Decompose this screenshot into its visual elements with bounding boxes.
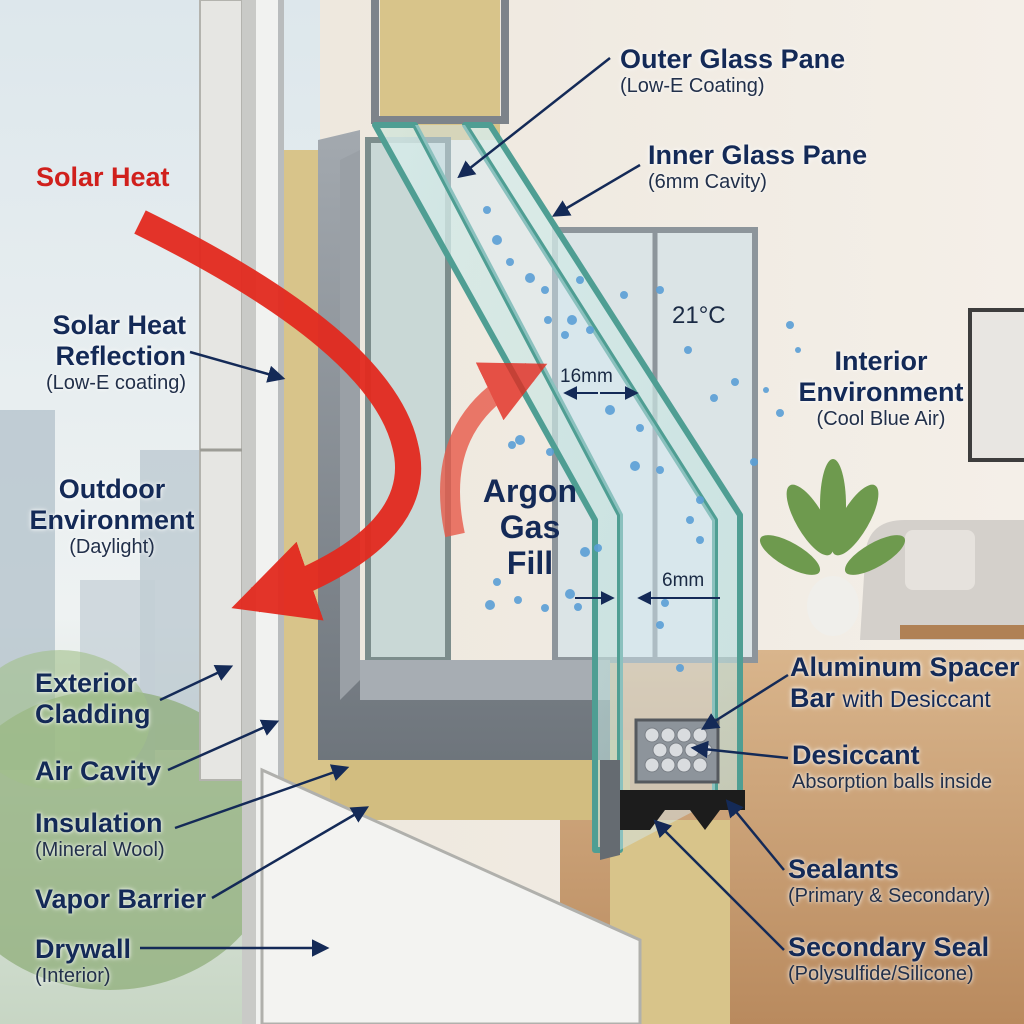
interior-sub: (Cool Blue Air) <box>816 408 946 431</box>
drywall-label: Drywall (Interior) <box>35 934 131 988</box>
exterior-cladding-panel <box>199 0 243 781</box>
outdoor-line2: Environment <box>29 505 195 536</box>
inner-glass-title: Inner Glass Pane <box>648 140 868 170</box>
sealants-sub: (Primary & Secondary) <box>788 885 991 908</box>
outdoor-trees-2 <box>0 650 150 790</box>
secondary-seal-shape <box>600 790 745 860</box>
spacer-line2-bold: Bar <box>790 683 836 714</box>
secondary-seal-label: Secondary Seal (Polysulfide/Silicone) <box>788 932 989 986</box>
desiccant-sub: Absorption balls inside <box>792 771 993 794</box>
outdoor-line1: Outdoor <box>58 474 166 504</box>
exterior-cladding-line2: Cladding <box>35 699 151 730</box>
temperature-readout: 21°C <box>672 302 726 329</box>
leader-spacer <box>701 673 789 730</box>
leader-vapor-barrier <box>211 806 370 900</box>
window-frame-inner <box>340 150 360 700</box>
leader-air-cavity <box>167 719 280 772</box>
sill-profile <box>600 760 620 860</box>
leader-inner-glass <box>551 163 641 217</box>
spacer-line2-rest: with Desiccant <box>842 686 991 713</box>
inner-glass-label: Inner Glass Pane (6mm Cavity) <box>648 140 867 194</box>
air-cavity-label: Air Cavity <box>35 756 162 786</box>
desiccant-label: Desiccant Absorption balls inside <box>792 740 992 794</box>
spacer-label: Aluminum Spacer Bar with Desiccant <box>790 652 1020 714</box>
outdoor-sub: (Daylight) <box>69 536 155 559</box>
drywall-title: Drywall <box>35 934 132 964</box>
outer-glass-title: Outer Glass Pane <box>620 44 846 74</box>
sofa-cushion <box>905 530 975 590</box>
argon-molecules <box>483 206 801 672</box>
argon-gas-fill-label: Argon Gas Fill <box>470 473 590 581</box>
spacer-line1: Aluminum Spacer <box>790 652 1020 682</box>
secondary-seal-title: Secondary Seal <box>788 932 990 962</box>
outdoor-environment-label: Outdoor Environment (Daylight) <box>22 474 202 559</box>
wall-picture-frame <box>968 308 1024 462</box>
insulation-title: Insulation <box>35 808 163 838</box>
leader-exterior-cladding <box>159 665 234 702</box>
plant-pot <box>807 576 859 636</box>
leader-secondary-seal <box>653 819 785 951</box>
cladding-edge <box>242 0 256 1024</box>
interior-line2: Environment <box>798 377 964 408</box>
solar-heat-arrow <box>134 210 422 621</box>
argon-line3: Fill <box>506 544 554 581</box>
secondary-seal-sub: (Polysulfide/Silicone) <box>788 963 974 986</box>
leader-sealants <box>725 799 785 871</box>
leader-outer-glass <box>457 57 611 179</box>
air-cavity-gap <box>256 0 278 1024</box>
solar-reflection-line1: Solar Heat <box>52 310 186 340</box>
solar-heat-label: Solar Heat <box>36 162 170 192</box>
solar-reflection-line2: Reflection <box>55 341 186 372</box>
outer-glass-label: Outer Glass Pane (Low-E Coating) <box>620 44 845 98</box>
plant-leaves <box>759 459 906 575</box>
coffee-table <box>900 625 1024 639</box>
sealants-label: Sealants (Primary & Secondary) <box>788 854 990 908</box>
desiccant-title: Desiccant <box>792 740 920 770</box>
spacer-line2: Bar with Desiccant <box>790 683 1020 714</box>
solar-reflection-sub: (Low-E coating) <box>45 372 186 395</box>
solar-reflection-label: Solar Heat Reflection (Low-E coating) <box>30 310 186 395</box>
leader-insulation <box>174 764 350 830</box>
insulation-label: Insulation (Mineral Wool) <box>35 808 165 862</box>
top-frame-channel <box>371 0 509 124</box>
leader-solar-reflection <box>189 350 286 383</box>
gap-width-label: 16mm <box>560 366 613 387</box>
pane-thickness-label: 6mm <box>662 570 705 591</box>
argon-line1: Argon <box>482 473 578 509</box>
outer-glass-sub: (Low-E Coating) <box>620 75 765 98</box>
reflection-arrow <box>440 362 548 538</box>
vapor-barrier-label: Vapor Barrier <box>35 884 207 914</box>
exterior-cladding-line1: Exterior <box>35 668 138 698</box>
sealants-title: Sealants <box>788 854 900 884</box>
sill-frame <box>360 660 610 700</box>
inner-glass-sub: (6mm Cavity) <box>648 171 767 194</box>
leader-desiccant <box>690 740 789 760</box>
argon-line2: Gas <box>499 508 561 545</box>
drywall-sub: (Interior) <box>35 965 111 988</box>
exterior-cladding-label: Exterior Cladding <box>35 668 151 730</box>
leader-lines <box>140 57 789 957</box>
interior-environment-label: Interior Environment (Cool Blue Air) <box>792 346 970 431</box>
insulation-sub: (Mineral Wool) <box>35 839 165 862</box>
vapor-barrier-strip <box>278 0 284 1024</box>
interior-line1: Interior <box>834 346 928 376</box>
argon-cavity <box>415 125 715 850</box>
drywall-panel <box>260 767 642 1024</box>
